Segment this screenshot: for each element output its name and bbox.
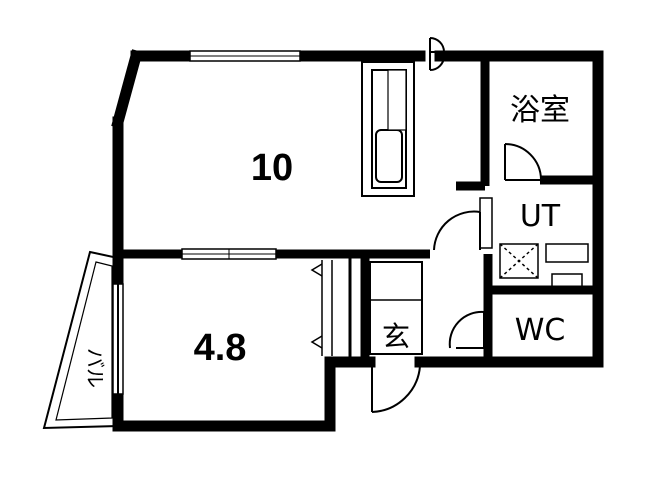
- kitchen-sink: [375, 129, 403, 183]
- balcony-label: バル: [83, 348, 107, 388]
- balcony: [42, 250, 119, 430]
- wall-left-angle: [111, 49, 143, 129]
- closet: [310, 260, 333, 356]
- bath-label: 浴室: [510, 93, 570, 128]
- washer-pan: [499, 243, 589, 289]
- entrance-area: [369, 261, 423, 413]
- second-room-size: 4.8: [194, 327, 247, 369]
- door-top: [429, 37, 445, 71]
- door-wc: [448, 310, 485, 349]
- toilet-label: WC: [515, 313, 566, 348]
- kitchen: [361, 61, 415, 197]
- entrance-label: 玄: [382, 320, 410, 353]
- door-ut: [433, 197, 493, 251]
- utility-label: UT: [520, 199, 561, 234]
- main-room-size: 10: [251, 147, 293, 189]
- door-bath: [504, 143, 542, 181]
- interior-walls: [118, 56, 598, 362]
